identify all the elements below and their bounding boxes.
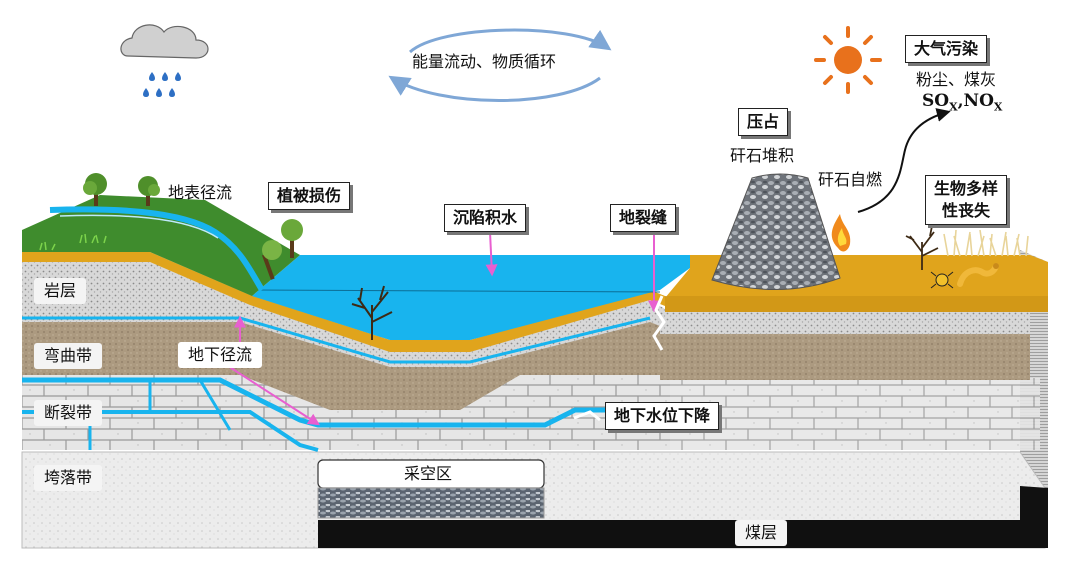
insect-icon [930, 271, 954, 289]
underground-runoff-label: 地下径流 [178, 342, 263, 368]
flame-icon [831, 214, 851, 252]
bending-zone-label: 弯曲带 [34, 343, 103, 369]
rock-layer-label: 岩层 [34, 278, 87, 304]
bending-zone-right [660, 332, 1030, 380]
goaf-rubble [317, 487, 545, 519]
subsidence-water-box: 沉陷积水 [444, 204, 527, 232]
biodiversity-loss-box: 生物多样 性丧失 [925, 175, 1008, 225]
coal-seam-right [1020, 486, 1048, 548]
worm-icon [957, 263, 999, 287]
grass-tufts [39, 233, 107, 251]
coal-seam-layer [318, 520, 1045, 548]
dust-ash-label: 粉尘、煤灰 [916, 70, 997, 89]
gangue-pile [711, 173, 841, 290]
dry-grass [943, 229, 1029, 257]
air-pollution-box: 大气污染 [905, 35, 988, 63]
fracture-zone-label: 断裂带 [34, 400, 103, 426]
trees-plateau [83, 173, 303, 280]
arrow-underground-down [227, 365, 321, 426]
rock-layer-right [660, 312, 1030, 334]
grass-plateau [22, 195, 300, 296]
water-table-drop-box: 地下水位下降 [605, 402, 720, 430]
sun-icon [814, 26, 882, 94]
raindrops-icon [143, 72, 181, 97]
surface-runoff-label: 地表径流 [168, 183, 233, 202]
occupation-box: 压占 [738, 108, 789, 136]
surface-runoff-stream [49, 206, 265, 292]
fracture-zone-right [660, 378, 1040, 450]
bare-tree-lake [351, 285, 393, 340]
surface-soil-left [22, 252, 670, 352]
bare-tree-right [905, 225, 939, 270]
fracture-zone-layer [22, 375, 670, 450]
subsidence-water-area [252, 255, 690, 340]
caving-zone-label: 垮落带 [34, 465, 103, 491]
cycle-arrow-bottom [388, 75, 601, 102]
sox-nox-label: SOX,NOX [922, 91, 1003, 114]
cycle-arrow-top [408, 28, 612, 54]
coal-seam-label: 煤层 [735, 520, 788, 546]
cloud-icon [120, 24, 209, 59]
ground-fissure-box: 地裂缝 [610, 204, 677, 232]
ground-fissure-crack [652, 295, 666, 351]
vegetation-damage-box: 植被损伤 [268, 182, 351, 210]
gangue-combustion-label: 矸石自燃 [818, 170, 883, 189]
gangue-pile-label: 矸石堆积 [730, 146, 795, 165]
goaf-label: 采空区 [404, 464, 453, 483]
energy-cycle-label: 能量流动、物质循环 [412, 52, 557, 71]
arrow-subsidence-water [485, 231, 498, 277]
smoke-arrow [857, 108, 951, 213]
